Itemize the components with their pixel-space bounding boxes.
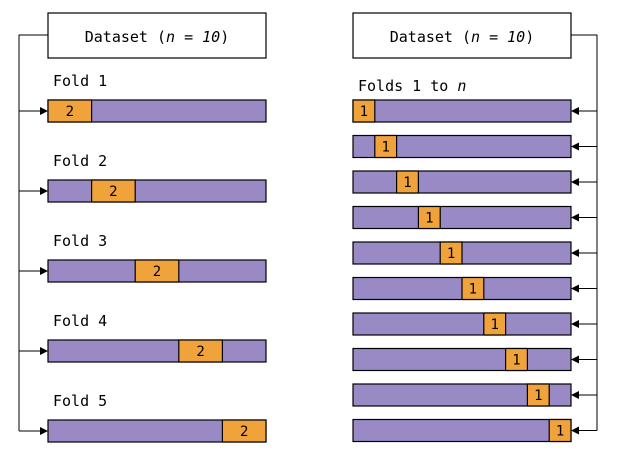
loo-test-block <box>439 241 463 265</box>
test-block <box>178 339 224 363</box>
loo-test-block-label: 1 <box>360 104 368 120</box>
fold-label: Fold 2 <box>53 152 107 170</box>
loo-bar <box>352 99 572 123</box>
right-panel: Dataset (n = 10) Folds 1 to n 1 1 1 1 1 1 1 1 1 1 <box>352 12 598 443</box>
loo-bar <box>352 205 572 230</box>
test-block <box>221 419 267 443</box>
right-dataset-label: Dataset <box>390 28 453 46</box>
loo-test-block <box>396 170 420 194</box>
fold-5: Fold 5 2 <box>19 392 267 443</box>
test-block-label: 2 <box>66 104 74 120</box>
loo-test-block <box>352 99 376 123</box>
loo-row-9: 1 <box>352 383 597 407</box>
loo-row-7: 1 <box>352 312 597 336</box>
loo-row-4: 1 <box>352 205 597 230</box>
loo-test-block <box>461 276 485 301</box>
loo-row-3: 1 <box>352 170 597 194</box>
loo-row-8: 1 <box>352 347 597 372</box>
loo-test-block <box>526 383 550 407</box>
loo-row-5: 1 <box>352 241 597 265</box>
fold-label: Fold 4 <box>53 312 107 330</box>
left-dataset-box <box>47 12 267 59</box>
loo-row-2: 1 <box>352 134 597 159</box>
loo-test-block <box>374 134 398 159</box>
loo-test-block-label: 1 <box>534 388 542 404</box>
left-spine <box>18 34 48 431</box>
loo-row-1: 1 <box>352 99 597 123</box>
loo-test-block <box>483 312 507 336</box>
loo-bar <box>352 312 572 336</box>
loo-test-block <box>417 205 441 230</box>
loo-bar <box>352 418 572 443</box>
right-spine <box>571 34 598 431</box>
test-block-label: 2 <box>153 264 161 280</box>
fold-4: Fold 4 2 <box>19 312 267 363</box>
fold-2: Fold 22 <box>19 152 267 203</box>
right-folds-title: Folds 1 to n <box>358 77 466 95</box>
right-dataset-n: n = 10 <box>471 28 525 46</box>
left-connector <box>18 34 48 431</box>
left-dataset-n: n = 10 <box>166 28 220 46</box>
fold-3: Fold 3 2 <box>19 232 267 283</box>
fold-label: Fold 3 <box>53 232 107 250</box>
loo-test-block-label: 1 <box>512 353 520 369</box>
fold-bar <box>47 179 267 203</box>
test-block <box>47 99 93 123</box>
right-folds-prefix: Folds 1 to <box>358 77 448 95</box>
fold-1: Fold 1 2 <box>19 72 267 123</box>
loo-test-block-label: 1 <box>469 282 477 298</box>
test-block <box>90 179 136 203</box>
loo-test-block-label: 1 <box>556 424 564 440</box>
right-dataset-box <box>352 12 572 59</box>
left-dataset-title: Dataset (n = 10) <box>85 28 230 46</box>
test-block-label: 2 <box>109 184 117 200</box>
test-block-label: 2 <box>196 344 204 360</box>
loo-test-block-label: 1 <box>425 211 433 227</box>
loo-test-block <box>505 347 529 372</box>
right-folds: 1 1 1 1 1 1 1 1 1 1 <box>352 99 597 443</box>
left-dataset-label: Dataset <box>85 28 148 46</box>
loo-row-6: 1 <box>352 276 597 301</box>
loo-bar <box>352 347 572 372</box>
fold-label: Fold 5 <box>53 392 107 410</box>
loo-test-block-label: 1 <box>447 246 455 262</box>
loo-bar <box>352 170 572 194</box>
right-dataset-title: Dataset (n = 10) <box>390 28 535 46</box>
right-folds-var: n <box>457 77 466 95</box>
fold-bar <box>47 339 267 363</box>
fold-label: Fold 1 <box>53 72 107 90</box>
right-connector <box>571 34 598 431</box>
loo-test-block-label: 1 <box>403 175 411 191</box>
loo-row-10: 1 <box>352 418 597 443</box>
test-block-label: 2 <box>240 424 248 440</box>
loo-test-block-label: 1 <box>490 317 498 333</box>
test-block <box>134 259 180 283</box>
loo-test-block-label: 1 <box>381 140 389 156</box>
